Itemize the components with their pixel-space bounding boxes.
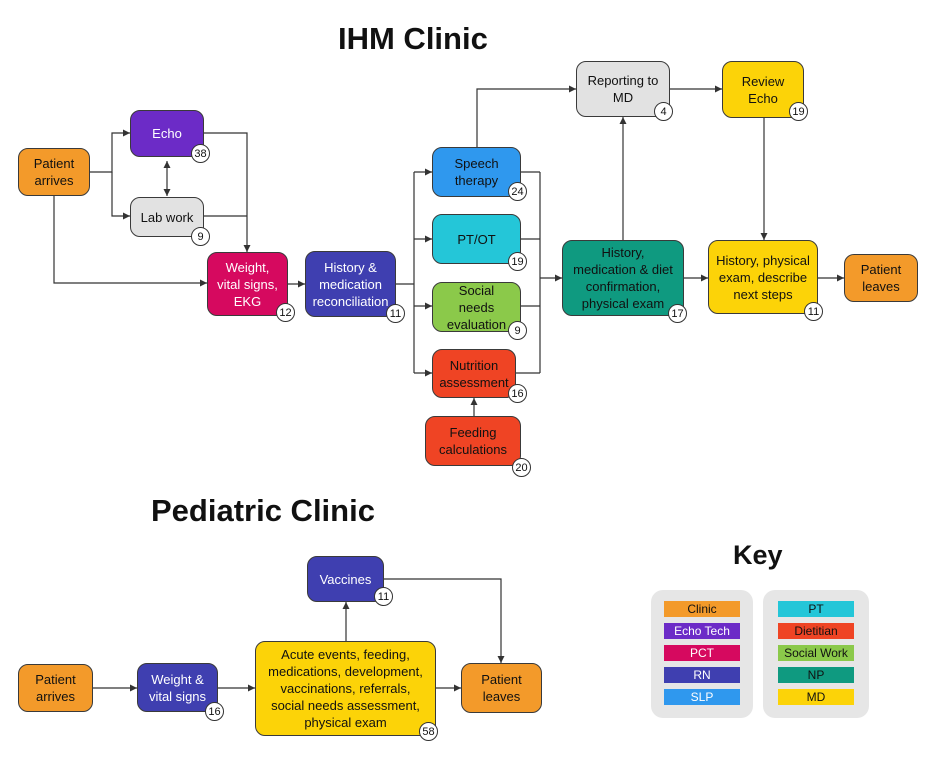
history-med-reconciliation-node: History & medication reconciliation <box>305 251 396 317</box>
history-diet-count-badge: 17 <box>668 304 687 323</box>
lab-work-count-badge: 9 <box>191 227 210 246</box>
node-label: Echo <box>152 126 182 141</box>
ped-acute-count-badge: 58 <box>419 722 438 741</box>
history-med-reconciliation-count-badge: 11 <box>386 304 405 323</box>
reporting-to-md-node: Reporting to MD <box>576 61 670 117</box>
connector <box>111 172 130 220</box>
key-item-right-0: PT <box>778 601 854 617</box>
ped-patient-leaves-node: Patient leaves <box>461 663 542 713</box>
feeding-count-badge: 20 <box>512 458 531 477</box>
node-label: Patient arrives <box>33 156 75 188</box>
connector <box>384 578 505 663</box>
history-diet-confirmation-node: History, medication & diet confirmation,… <box>562 240 684 316</box>
weight-vitals-ekg-count-badge: 12 <box>276 303 295 322</box>
social-needs-count-badge: 9 <box>508 321 527 340</box>
ped-vaccines-count-badge: 11 <box>374 587 393 606</box>
ped-patient-arrives-node: Patient arrives <box>18 664 93 712</box>
key-item-left-1: Echo Tech <box>664 623 740 639</box>
node-label: History, medication & diet confirmation,… <box>573 245 673 311</box>
history-exam-count-badge: 11 <box>804 302 823 321</box>
ihm-clinic-title: IHM Clinic <box>338 21 488 56</box>
node-label: Patient leaves <box>481 672 522 704</box>
nutrition-count-badge: 16 <box>508 384 527 403</box>
key-item-left-4: SLP <box>664 689 740 705</box>
connector <box>204 132 251 252</box>
review-echo-count-badge: 19 <box>789 102 808 121</box>
node-label: History, physical exam, describe next st… <box>716 252 810 302</box>
speech-therapy-count-badge: 24 <box>508 182 527 201</box>
node-label: Review Echo <box>741 73 785 106</box>
pt-ot-count-badge: 19 <box>508 252 527 271</box>
key-item-right-2: Social Work <box>778 645 854 661</box>
echo-count-badge: 38 <box>191 144 210 163</box>
node-label: Nutrition assessment <box>439 357 509 390</box>
connector <box>90 129 130 173</box>
node-label: Vaccines <box>319 571 372 587</box>
ped-acute-events-node: Acute events, feeding, medications, deve… <box>255 641 436 736</box>
key-title: Key <box>733 540 783 570</box>
node-label: Lab work <box>140 209 194 225</box>
key-item-left-0: Clinic <box>664 601 740 617</box>
ihm-patient-arrives-node: Patient arrives <box>18 148 90 196</box>
weight-vitals-ekg-node: Weight, vital signs, EKG <box>207 252 288 316</box>
node-label: Feeding calculations <box>439 425 507 457</box>
history-physical-exam-node: History, physical exam, describe next st… <box>708 240 818 314</box>
key-item-right-4: MD <box>778 689 854 705</box>
pt-ot-node: PT/OT <box>432 214 521 264</box>
nutrition-assessment-node: Nutrition assessment <box>432 349 516 398</box>
ped-weight-vitals-node: Weight & vital signs <box>137 663 218 712</box>
feeding-calculations-node: Feeding calculations <box>425 416 521 466</box>
key-item-left-3: RN <box>664 667 740 683</box>
ped-vaccines-node: Vaccines <box>307 556 384 602</box>
ped-weight-vitals-count-badge: 16 <box>205 702 224 721</box>
pediatric-clinic-title: Pediatric Clinic <box>151 493 375 528</box>
speech-therapy-node: Speech therapy <box>432 147 521 197</box>
node-label: Speech therapy <box>454 156 499 188</box>
node-label: Social needs evaluation <box>446 282 507 332</box>
social-needs-evaluation-node: Social needs evaluation <box>432 282 521 332</box>
node-label: PT/OT <box>457 231 496 247</box>
node-label: Patient leaves <box>860 262 902 294</box>
node-label: Weight, vital signs, EKG <box>217 259 278 309</box>
key-item-left-2: PCT <box>664 645 740 661</box>
node-label: History & medication reconciliation <box>312 259 389 309</box>
node-label: Acute events, feeding, medications, deve… <box>268 647 423 730</box>
key-item-right-1: Dietitian <box>778 623 854 639</box>
connector <box>476 85 576 147</box>
key-item-right-3: NP <box>778 667 854 683</box>
reporting-md-count-badge: 4 <box>654 102 673 121</box>
connector <box>53 196 207 287</box>
node-label: Reporting to MD <box>587 73 659 105</box>
node-label: Weight & vital signs <box>148 671 207 704</box>
node-label: Patient arrives <box>35 672 76 704</box>
ihm-patient-leaves-node: Patient leaves <box>844 254 918 302</box>
